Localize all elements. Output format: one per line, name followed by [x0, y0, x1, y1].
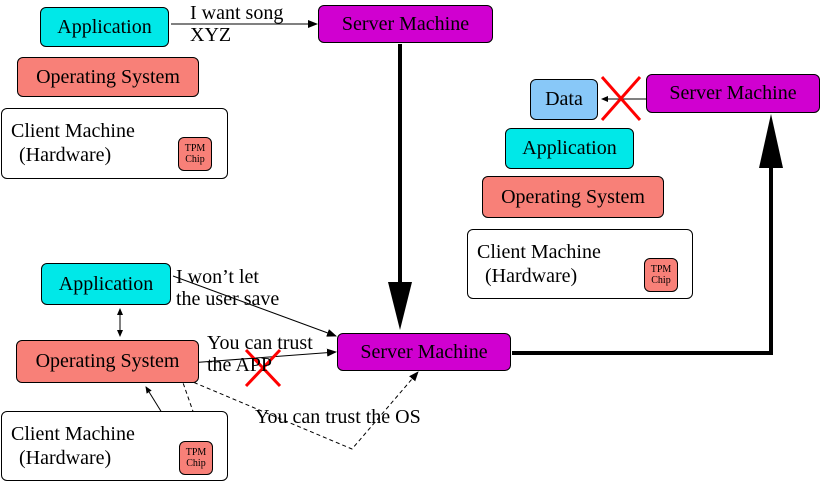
thick-arrow-up-head: [759, 114, 783, 168]
blocked-data-cross: [600, 76, 642, 121]
middle-server-label: Server Machine: [360, 340, 488, 363]
right-client-label: Client Machine (Hardware): [477, 241, 601, 287]
right-application-label: Application: [522, 137, 617, 159]
untrusted-app-cross: [244, 348, 282, 388]
trust-app-note: You can trust the APP: [207, 332, 313, 376]
bottom-os-label: Operating System: [35, 350, 180, 372]
top-tpm-chip: TPM Chip: [178, 137, 212, 171]
right-server-box: Server Machine: [646, 74, 820, 113]
right-os-label: Operating System: [501, 185, 645, 208]
bottom-application-label: Application: [58, 272, 154, 295]
right-client-machine: Client Machine (Hardware) TPM Chip: [467, 229, 693, 299]
app-statement-arrow: [172, 275, 337, 337]
top-server-label: Server Machine: [341, 12, 470, 35]
top-os-label: Operating System: [36, 65, 180, 88]
top-server-box: Server Machine: [318, 5, 493, 43]
os-statement-arrow: [188, 348, 337, 364]
top-client-machine: Client Machine (Hardware) TPM Chip: [1, 108, 228, 179]
top-client-label: Client Machine (Hardware): [11, 120, 135, 166]
right-os-box: Operating System: [482, 176, 664, 218]
top-application-box: Application: [40, 7, 169, 47]
right-server-label: Server Machine: [669, 82, 797, 104]
right-application-box: Application: [505, 128, 634, 169]
bottom-client-label: Client Machine (Hardware): [11, 423, 135, 469]
thick-arrow-down-head: [388, 282, 412, 330]
data-box: Data: [530, 79, 598, 120]
data-label: Data: [545, 88, 583, 110]
top-application-label: Application: [57, 15, 152, 38]
middle-server-box: Server Machine: [337, 333, 511, 371]
right-tpm-chip: TPM Chip: [644, 258, 678, 292]
trust-os-dashed-arrow: [180, 371, 419, 450]
bottom-application-box: Application: [41, 263, 171, 305]
bottom-os-box: Operating System: [16, 340, 199, 383]
no-save-note: I won’t let the user save: [176, 266, 280, 310]
top-os-box: Operating System: [17, 57, 199, 97]
bottom-client-machine: Client Machine (Hardware) TPM Chip: [1, 411, 228, 481]
bottom-tpm-chip: TPM Chip: [179, 441, 213, 475]
thick-arrow-up-path: [512, 165, 773, 355]
trust-os-note: You can trust the OS: [255, 406, 421, 428]
request-note: I want song XYZ: [190, 2, 284, 46]
